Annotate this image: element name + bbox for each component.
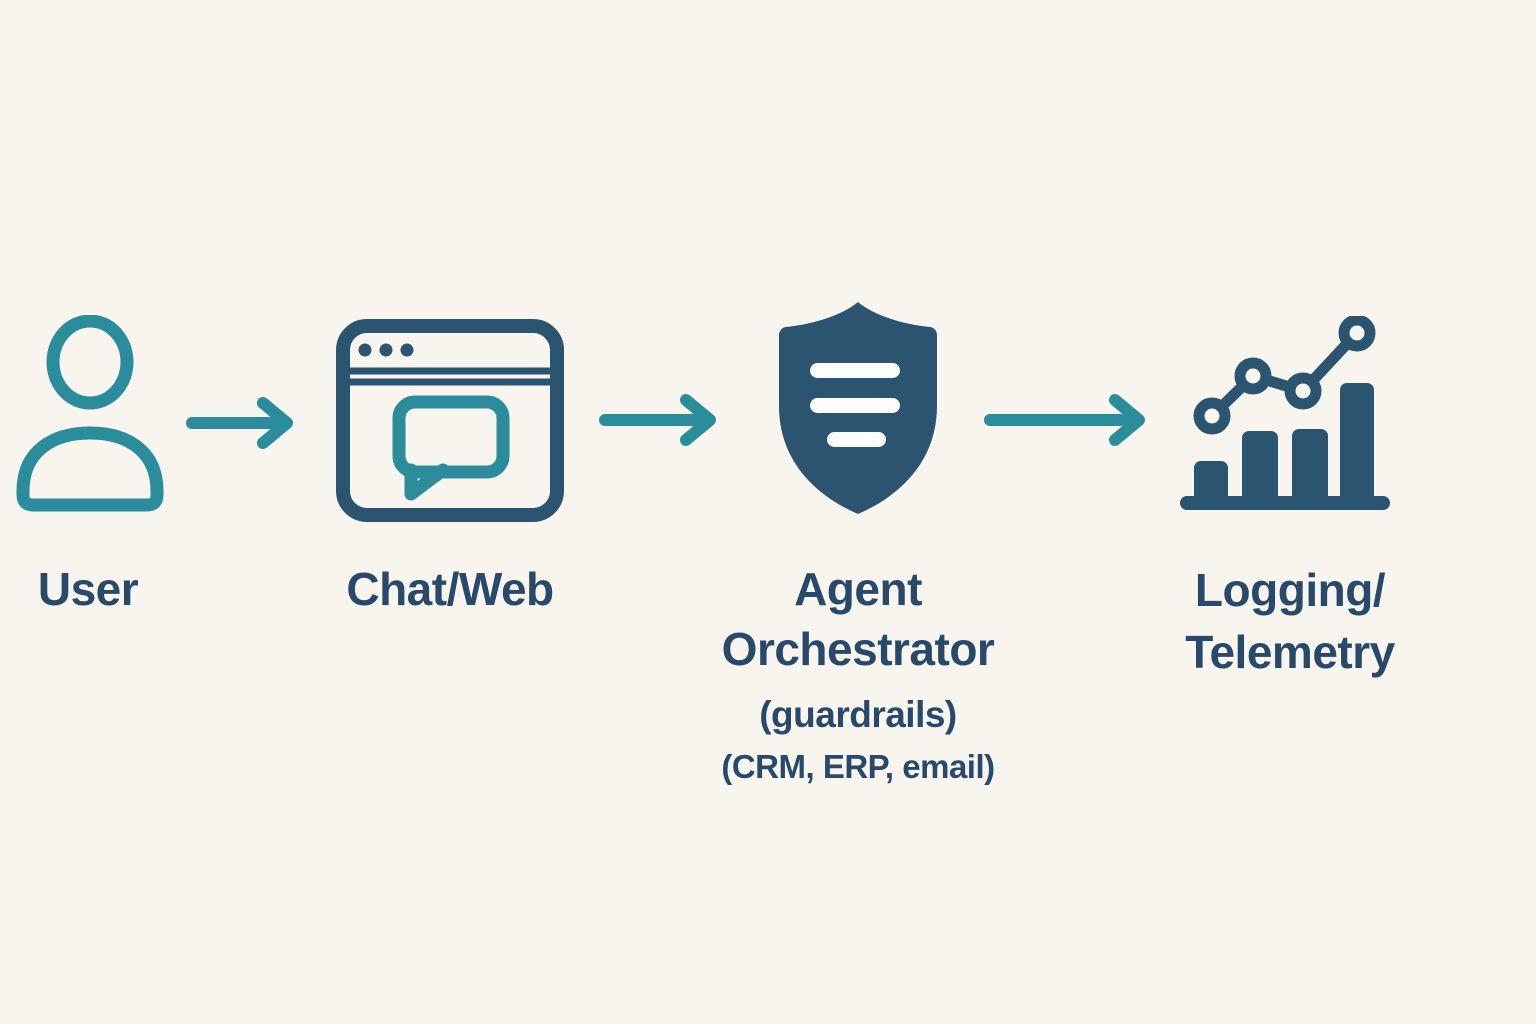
systems-sublabel: (CRM, ERP, email) xyxy=(721,748,995,785)
agent-orchestrator-label-line1: Agent xyxy=(794,563,922,615)
trend-line xyxy=(1193,316,1376,435)
chat-web-label: Chat/Web xyxy=(346,563,554,615)
person-icon xyxy=(16,315,164,512)
logging-telemetry-label-line2: Telemetry xyxy=(1185,626,1395,678)
bar-chart-trend-icon xyxy=(1180,316,1390,510)
logging-telemetry-node xyxy=(1180,316,1390,516)
browser-chat-bubble-icon xyxy=(336,319,564,522)
user-label: User xyxy=(37,563,139,615)
arrow-user-to-chatweb xyxy=(186,397,293,449)
arrow-agent-to-logging xyxy=(984,394,1145,446)
logging-telemetry-label: Logging/ Telemetry xyxy=(1140,559,1440,683)
agent-orchestrator-label: Agent Orchestrator (guardrails) (CRM, ER… xyxy=(708,559,1008,791)
user-node xyxy=(10,315,170,515)
shield-icon xyxy=(779,302,937,514)
logging-telemetry-label-line1: Logging/ xyxy=(1194,564,1386,616)
guardrails-sublabel: (guardrails) xyxy=(759,694,957,735)
arrow-chatweb-to-agent xyxy=(599,394,716,446)
agent-orchestrator-node xyxy=(768,298,948,518)
chat-web-node xyxy=(335,318,565,523)
agent-orchestrator-label-line2: Orchestrator xyxy=(721,623,995,675)
